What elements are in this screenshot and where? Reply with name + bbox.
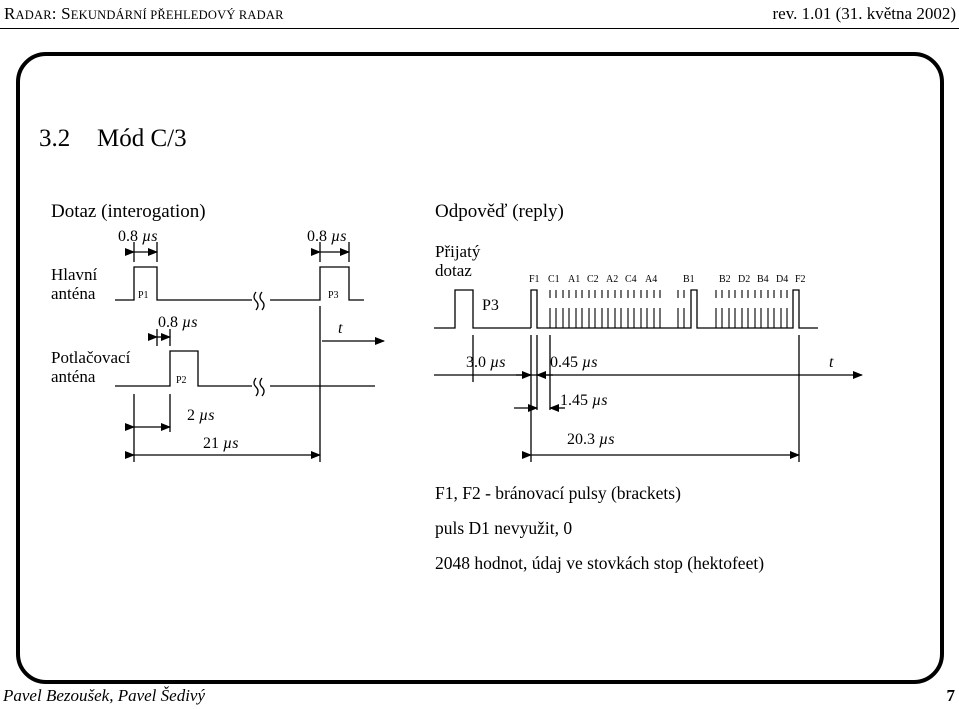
reply-p3-pulse: [434, 289, 531, 329]
section-title: 3.2 Mód C/3: [39, 125, 187, 153]
code-label-b2: B2: [719, 274, 731, 285]
delay-label: 3.0 µs: [466, 354, 505, 371]
time-axis-label-reply: t: [829, 354, 834, 371]
reply-code-labels: F1 C1 A1 C2 A2 C4 A4 B1 B2 D2 B4 D4 F2: [529, 274, 806, 285]
break-mark-main: [253, 291, 265, 311]
note-d1-unused: puls D1 nevyužit, 0: [435, 518, 573, 538]
time-axis-label-interrogation: t: [338, 320, 343, 337]
width-p3-label: 0.8 µs: [307, 228, 346, 245]
code-label-b1: B1: [683, 274, 695, 285]
note-brackets: F1, F2 - bránovací pulsy (brackets): [435, 483, 681, 503]
slide-frame: [16, 52, 944, 684]
code-label-f2: F2: [795, 274, 806, 285]
code-label-a1: A1: [568, 274, 580, 285]
width-p1-label: 0.8 µs: [118, 228, 157, 245]
pulse-p2-label: P2: [176, 375, 187, 386]
code-label-d4: D4: [776, 274, 788, 285]
footer-authors: Pavel Bezoušek, Pavel Šedivý: [3, 686, 206, 705]
code-label-a2: A2: [606, 274, 618, 285]
page-number: 7: [946, 686, 956, 705]
total-length-label: 20.3 µs: [567, 431, 614, 448]
spacing-p1-p3-label: 21 µs: [203, 435, 238, 452]
code-label-c2: C2: [587, 274, 599, 285]
width-p2-label: 0.8 µs: [158, 314, 197, 331]
break-mark-control: [253, 377, 265, 397]
pulse-spacing-label: 1.45 µs: [560, 392, 607, 409]
spacing-p1-p2-label: 2 µs: [187, 407, 214, 424]
code-label-b4: B4: [757, 274, 769, 285]
code-label-c1: C1: [548, 274, 560, 285]
interrogation-heading: Dotaz (interogation): [51, 201, 206, 222]
pulse-p3-label: P3: [328, 290, 339, 301]
code-label-a4: A4: [645, 274, 657, 285]
control-antenna-label: Potlačovací anténa: [51, 348, 131, 386]
reply-code-slots: [549, 290, 788, 328]
main-antenna-waveform-cont: [270, 266, 364, 301]
reply-heading: Odpověď (reply): [435, 201, 564, 222]
code-label-f1: F1: [529, 274, 540, 285]
reply-p3-label: P3: [482, 297, 499, 314]
running-header-title: RADAR: SEKUNDÁRNÍ PŘEHLEDOVÝ RADAR: [4, 4, 284, 23]
running-header-revision: rev. 1.01 (31. května 2002): [772, 4, 957, 23]
code-label-d2: D2: [738, 274, 750, 285]
section-number: 3.2: [39, 125, 71, 152]
note-2048-values: 2048 hodnot, údaj ve stovkách stop (hekt…: [435, 553, 765, 573]
control-antenna-waveform: [115, 350, 252, 387]
pulse-width-label: 0.45 µs: [550, 354, 597, 371]
received-interrogation-label: Přijatý dotaz: [435, 242, 481, 280]
main-antenna-label: Hlavní anténa: [51, 265, 98, 303]
reply-pulse-train: [530, 289, 818, 329]
main-antenna-waveform: [115, 266, 252, 301]
section-title-text: Mód C/3: [97, 125, 187, 152]
pulse-p1-label: P1: [138, 290, 149, 301]
code-label-c4: C4: [625, 274, 637, 285]
header-rule: [0, 28, 959, 29]
